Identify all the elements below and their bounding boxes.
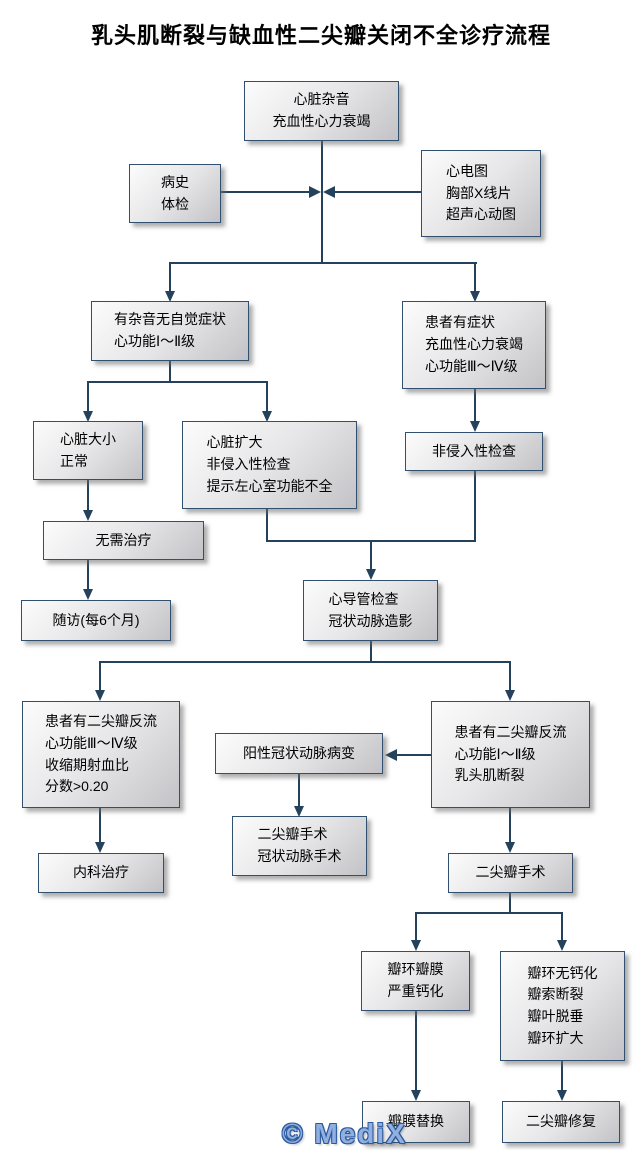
node-mv-cad-surgery: 二尖瓣手术 冠状动脉手术 <box>232 816 367 876</box>
node-heart-enlarged-label: 心脏扩大 非侵入性检查 提示左心室功能不全 <box>206 434 333 494</box>
node-noninvasive: 非侵入性检查 <box>405 432 543 471</box>
connector-mv-surgery-down <box>509 893 511 914</box>
arrowhead-left-icon <box>323 186 335 198</box>
node-heart-enlarged: 心脏扩大 非侵入性检查 提示左心室功能不全 <box>182 421 357 509</box>
arrowhead-down-icon <box>505 690 515 701</box>
connector-to-no-treatment <box>87 480 89 511</box>
node-mr-3-4: 患者有二尖瓣反流 心功能Ⅲ～Ⅳ级 收缩期射血比 分数>0.20 <box>22 701 180 808</box>
connector-to-mv-cad-surgery <box>298 774 300 807</box>
node-symptomatic-label: 患者有症状 充血性心力衰竭 心功能Ⅲ～Ⅳ级 <box>425 314 523 374</box>
node-history-exam: 病史 体检 <box>129 164 221 223</box>
arrowhead-down-icon <box>470 421 480 432</box>
node-positive-cad: 阳性冠状动脉病变 <box>215 733 383 774</box>
node-calcified: 瓣环瓣膜 严重钙化 <box>361 951 470 1011</box>
connector-split-left <box>87 381 268 383</box>
connector-to-repair <box>561 1061 563 1091</box>
arrowhead-down-icon <box>83 589 93 600</box>
connector-to-followup <box>87 560 89 590</box>
node-medical-treatment-label: 内科治疗 <box>73 864 129 881</box>
node-murmur-label: 心脏杂音 充血性心力衰竭 <box>272 91 371 129</box>
connector-to-heart-normal <box>87 381 89 411</box>
connector-to-heart-enlarged <box>266 381 268 411</box>
node-heart-normal-label: 心脏大小 正常 <box>60 430 116 469</box>
node-no-treatment: 无需治疗 <box>43 521 204 560</box>
arrowhead-down-icon <box>411 940 421 951</box>
node-ecg-tests: 心电图 胸部X线片 超声心动图 <box>421 150 541 237</box>
node-no-treatment-label: 无需治疗 <box>95 531 152 548</box>
node-repair: 二尖瓣修复 <box>502 1101 620 1143</box>
arrowhead-down-icon <box>366 569 376 580</box>
node-calcified-label: 瓣环瓣膜 严重钙化 <box>387 961 444 999</box>
node-not-calcified: 瓣环无钙化 瓣索断裂 瓣叶脱垂 瓣环扩大 <box>500 951 625 1061</box>
connector-to-mr-1-2 <box>509 661 511 691</box>
connector-catheter-down <box>370 641 372 663</box>
node-noninvasive-label: 非侵入性检查 <box>432 442 516 459</box>
arrowhead-right-icon <box>309 186 321 198</box>
connector-ecg-to-center <box>335 191 421 193</box>
connector-murmur-down <box>321 141 323 264</box>
connector-split-bottom <box>99 661 511 663</box>
arrowhead-down-icon <box>294 806 304 817</box>
node-mr-3-4-label: 患者有二尖瓣反流 心功能Ⅲ～Ⅳ级 收缩期射血比 分数>0.20 <box>45 713 157 795</box>
arrowhead-down-icon <box>262 411 272 422</box>
node-catheter: 心导管检查 冠状动脉造影 <box>303 580 438 641</box>
arrowhead-down-icon <box>557 1090 567 1101</box>
connector-to-asymptomatic <box>169 262 171 291</box>
node-medical-treatment: 内科治疗 <box>38 853 164 893</box>
node-mv-surgery: 二尖瓣手术 <box>448 853 573 893</box>
node-replacement: 瓣膜替换 <box>362 1101 470 1143</box>
connector-to-replacement <box>415 1011 417 1091</box>
connector-asymptomatic-down <box>169 361 171 383</box>
connector-to-calcified <box>415 912 417 941</box>
node-asymptomatic: 有杂音无自觉症状 心功能Ⅰ～Ⅱ级 <box>91 301 249 361</box>
node-asymptomatic-label: 有杂音无自觉症状 心功能Ⅰ～Ⅱ级 <box>114 311 226 349</box>
node-mv-cad-surgery-label: 二尖瓣手术 冠状动脉手术 <box>257 826 342 864</box>
arrowhead-down-icon <box>95 842 105 853</box>
connector-noninvasive-down <box>474 471 476 542</box>
node-followup-label: 随访(每6个月) <box>52 611 140 628</box>
arrowhead-down-icon <box>411 1090 421 1101</box>
connector-to-mr-3-4 <box>99 661 101 691</box>
connector-mr12-to-positive-cad <box>397 754 431 756</box>
arrowhead-down-icon <box>83 510 93 521</box>
node-heart-normal: 心脏大小 正常 <box>33 421 143 480</box>
node-ecg-tests-label: 心电图 胸部X线片 超声心动图 <box>446 162 516 223</box>
node-replacement-label: 瓣膜替换 <box>388 1113 444 1130</box>
connector-to-not-calcified <box>561 912 563 941</box>
arrowhead-down-icon <box>165 291 175 302</box>
node-repair-label: 二尖瓣修复 <box>526 1113 596 1130</box>
connector-split-surgery <box>415 912 563 914</box>
connector-to-medical-treatment <box>99 808 101 843</box>
connector-to-mv-surgery <box>509 808 511 843</box>
node-symptomatic: 患者有症状 充血性心力衰竭 心功能Ⅲ～Ⅳ级 <box>402 301 546 389</box>
page-title: 乳头肌断裂与缺血性二尖瓣关闭不全诊疗流程 <box>90 23 551 48</box>
node-mv-surgery-label: 二尖瓣手术 <box>475 864 546 881</box>
node-positive-cad-label: 阳性冠状动脉病变 <box>243 744 355 761</box>
connector-history-to-center <box>221 191 309 193</box>
arrowhead-down-icon <box>557 940 567 951</box>
node-followup: 随访(每6个月) <box>21 600 171 641</box>
arrowhead-down-icon <box>83 411 93 422</box>
connector-heart-enlarged-down <box>266 509 268 542</box>
node-history-exam-label: 病史 体检 <box>161 173 189 212</box>
connector-to-symptomatic <box>474 262 476 291</box>
arrowhead-down-icon <box>95 690 105 701</box>
node-mr-1-2: 患者有二尖瓣反流 心功能Ⅰ～Ⅱ级 乳头肌断裂 <box>431 701 590 808</box>
connector-to-noninvasive <box>474 389 476 422</box>
node-not-calcified-label: 瓣环无钙化 瓣索断裂 瓣叶脱垂 瓣环扩大 <box>527 964 598 1046</box>
arrowhead-left-icon <box>385 749 397 761</box>
connector-split-top <box>169 262 477 264</box>
node-mr-1-2-label: 患者有二尖瓣反流 心功能Ⅰ～Ⅱ级 乳头肌断裂 <box>454 723 567 784</box>
arrowhead-down-icon <box>505 842 515 853</box>
medix-watermark: © MediX <box>282 1118 407 1149</box>
connector-to-catheter <box>370 540 372 570</box>
node-catheter-label: 心导管检查 冠状动脉造影 <box>328 590 413 629</box>
arrowhead-down-icon <box>470 291 480 302</box>
node-murmur: 心脏杂音 充血性心力衰竭 <box>244 81 399 141</box>
